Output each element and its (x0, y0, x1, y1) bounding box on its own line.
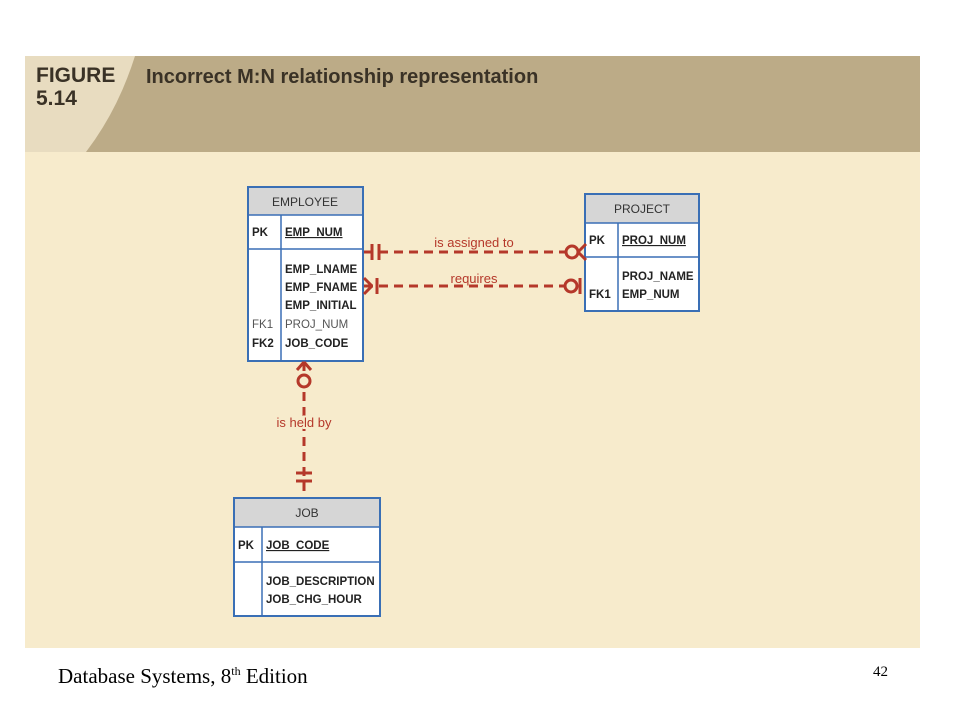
relationship-label-assigned: is assigned to (434, 235, 514, 250)
employee-fk2-label: FK2 (252, 338, 274, 350)
project-attr-empnum: EMP_NUM (622, 289, 680, 301)
project-pk-attr: PROJ_NUM (622, 235, 686, 247)
employee-attr-fname: EMP_FNAME (285, 282, 358, 294)
project-fk1-label: FK1 (589, 289, 611, 301)
employee-attr-lname: EMP_LNAME (285, 264, 358, 276)
relationship-is-assigned-to (364, 242, 588, 262)
relationship-label-requires: requires (451, 271, 498, 286)
employee-attr-jobcode: JOB_CODE (285, 338, 349, 350)
figure-panel (25, 56, 920, 648)
employee-pk-label: PK (252, 227, 269, 239)
employee-attr-projnum: PROJ_NUM (285, 319, 348, 331)
job-title: JOB (295, 506, 318, 520)
figure-number: FIGURE 5.14 (36, 64, 115, 110)
relationship-is-held-by (295, 361, 313, 497)
job-attr-description: JOB_DESCRIPTION (266, 576, 375, 588)
figure-label-word: FIGURE (36, 64, 116, 87)
project-attr-projname: PROJ_NAME (622, 271, 694, 283)
figure-title: Incorrect M:N relationship representatio… (146, 66, 539, 88)
employee-attr-initial: EMP_INITIAL (285, 300, 357, 312)
employee-pk-attr: EMP_NUM (285, 227, 343, 239)
figure-header (25, 56, 920, 152)
relationship-label-held: is held by (277, 415, 332, 430)
employee-fk1-label: FK1 (252, 319, 273, 331)
relationship-requires (362, 276, 582, 296)
job-entity: JOB PK JOB_CODE JOB_DESCRIPTION JOB_CHG_… (233, 497, 381, 617)
employee-title: EMPLOYEE (272, 195, 338, 209)
job-pk-attr: JOB_CODE (266, 540, 330, 552)
figure-label-number: 5.14 (36, 87, 77, 110)
project-entity: PROJECT PK PROJ_NUM PROJ_NAME FK1 EMP_NU… (584, 193, 700, 312)
employee-entity: EMPLOYEE PK EMP_NUM EMP_LNAME EMP_FNAME … (247, 186, 364, 362)
job-attr-chghour: JOB_CHG_HOUR (266, 594, 363, 606)
project-title: PROJECT (614, 202, 671, 216)
project-pk-label: PK (589, 235, 606, 247)
footer-book-title: Database Systems, 8th Edition (58, 664, 308, 688)
page-number: 42 (873, 664, 888, 680)
job-pk-label: PK (238, 540, 255, 552)
